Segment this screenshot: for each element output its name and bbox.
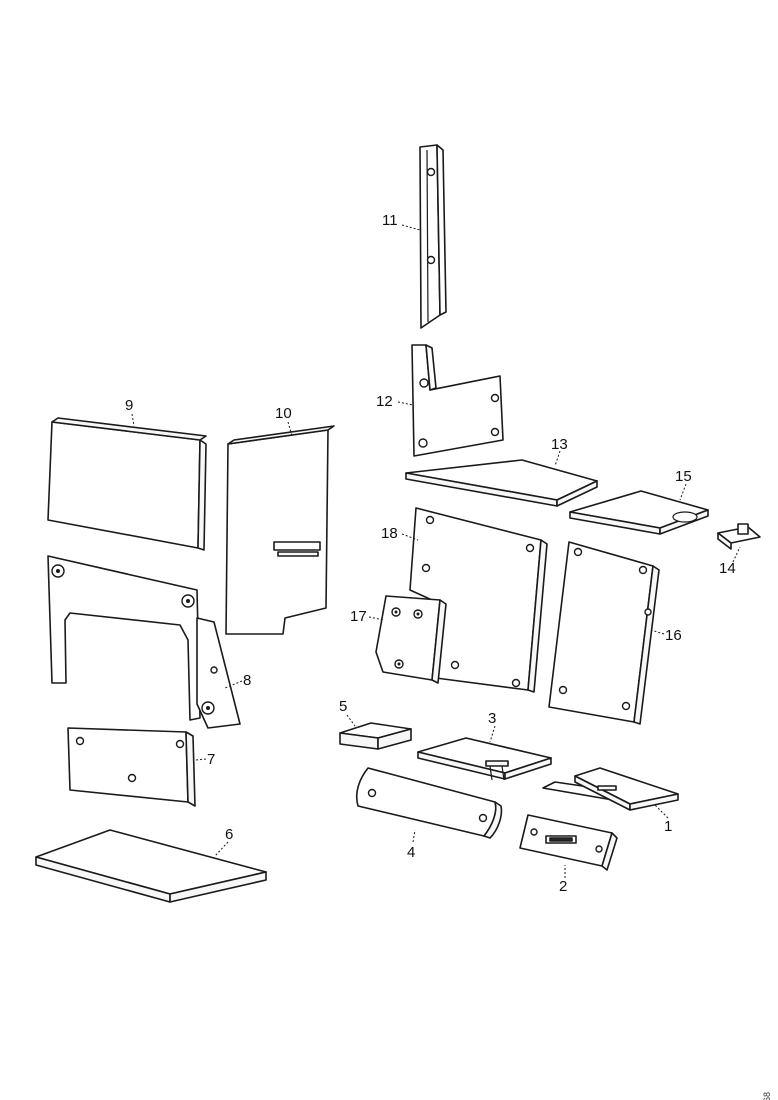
- leader-16: [650, 629, 665, 635]
- part-number-3: 3: [488, 710, 497, 727]
- leader-12: [397, 401, 414, 406]
- door-panel-icon: [225, 425, 335, 635]
- right-panel-icon: [548, 541, 660, 725]
- part-number-15: 15: [675, 468, 692, 485]
- base-plate-icon: [35, 829, 267, 903]
- small-bracket-icon: [375, 595, 447, 684]
- small-clip-icon: [717, 523, 761, 550]
- rear-plate-icon: [67, 727, 196, 807]
- leader-11: [401, 224, 421, 231]
- part-number-12: 12: [376, 393, 393, 410]
- tray-plate-icon: [542, 767, 679, 811]
- part-number-16: 16: [665, 627, 682, 644]
- notched-plate-icon: [569, 490, 709, 535]
- leader-5: [346, 714, 356, 727]
- part-number-2: 2: [559, 878, 568, 895]
- leader-9: [131, 413, 135, 427]
- upright-bar-icon: [419, 144, 447, 329]
- part-number-7: 7: [207, 751, 216, 768]
- leader-10: [287, 421, 293, 437]
- side-frame-icon: [47, 555, 241, 729]
- slotted-plate-icon: [417, 737, 552, 781]
- part-number-1: 1: [664, 818, 673, 835]
- leader-18: [401, 533, 419, 541]
- part-number-4: 4: [407, 844, 416, 861]
- leader-1: [654, 804, 669, 819]
- leader-15: [679, 483, 687, 501]
- corner-bracket-icon: [411, 344, 504, 457]
- document-id: 1650468: [762, 1092, 772, 1100]
- part-number-11: 11: [382, 212, 398, 229]
- part-number-18: 18: [381, 525, 398, 542]
- part-number-5: 5: [339, 698, 348, 715]
- block-icon: [339, 722, 412, 750]
- part-number-9: 9: [125, 397, 134, 414]
- leader-6: [214, 841, 229, 857]
- leader-7: [195, 758, 207, 761]
- leader-lines: [131, 224, 741, 878]
- part-number-17: 17: [350, 608, 367, 625]
- clip-bracket-icon: [519, 814, 618, 871]
- leader-3: [489, 725, 496, 743]
- part-number-14: 14: [719, 560, 736, 577]
- leader-13: [554, 450, 561, 467]
- leader-8: [224, 680, 243, 689]
- part-number-8: 8: [243, 672, 252, 689]
- shelf-plate-icon: [405, 459, 598, 507]
- left-panel-icon: [409, 507, 548, 693]
- curved-plate-icon: [355, 767, 503, 839]
- top-panel-icon: [47, 417, 207, 551]
- leader-17: [368, 616, 385, 621]
- part-number-13: 13: [551, 436, 568, 453]
- leader-14: [732, 546, 741, 563]
- part-number-10: 10: [275, 405, 292, 422]
- leader-4: [412, 829, 416, 843]
- part-number-6: 6: [225, 826, 234, 843]
